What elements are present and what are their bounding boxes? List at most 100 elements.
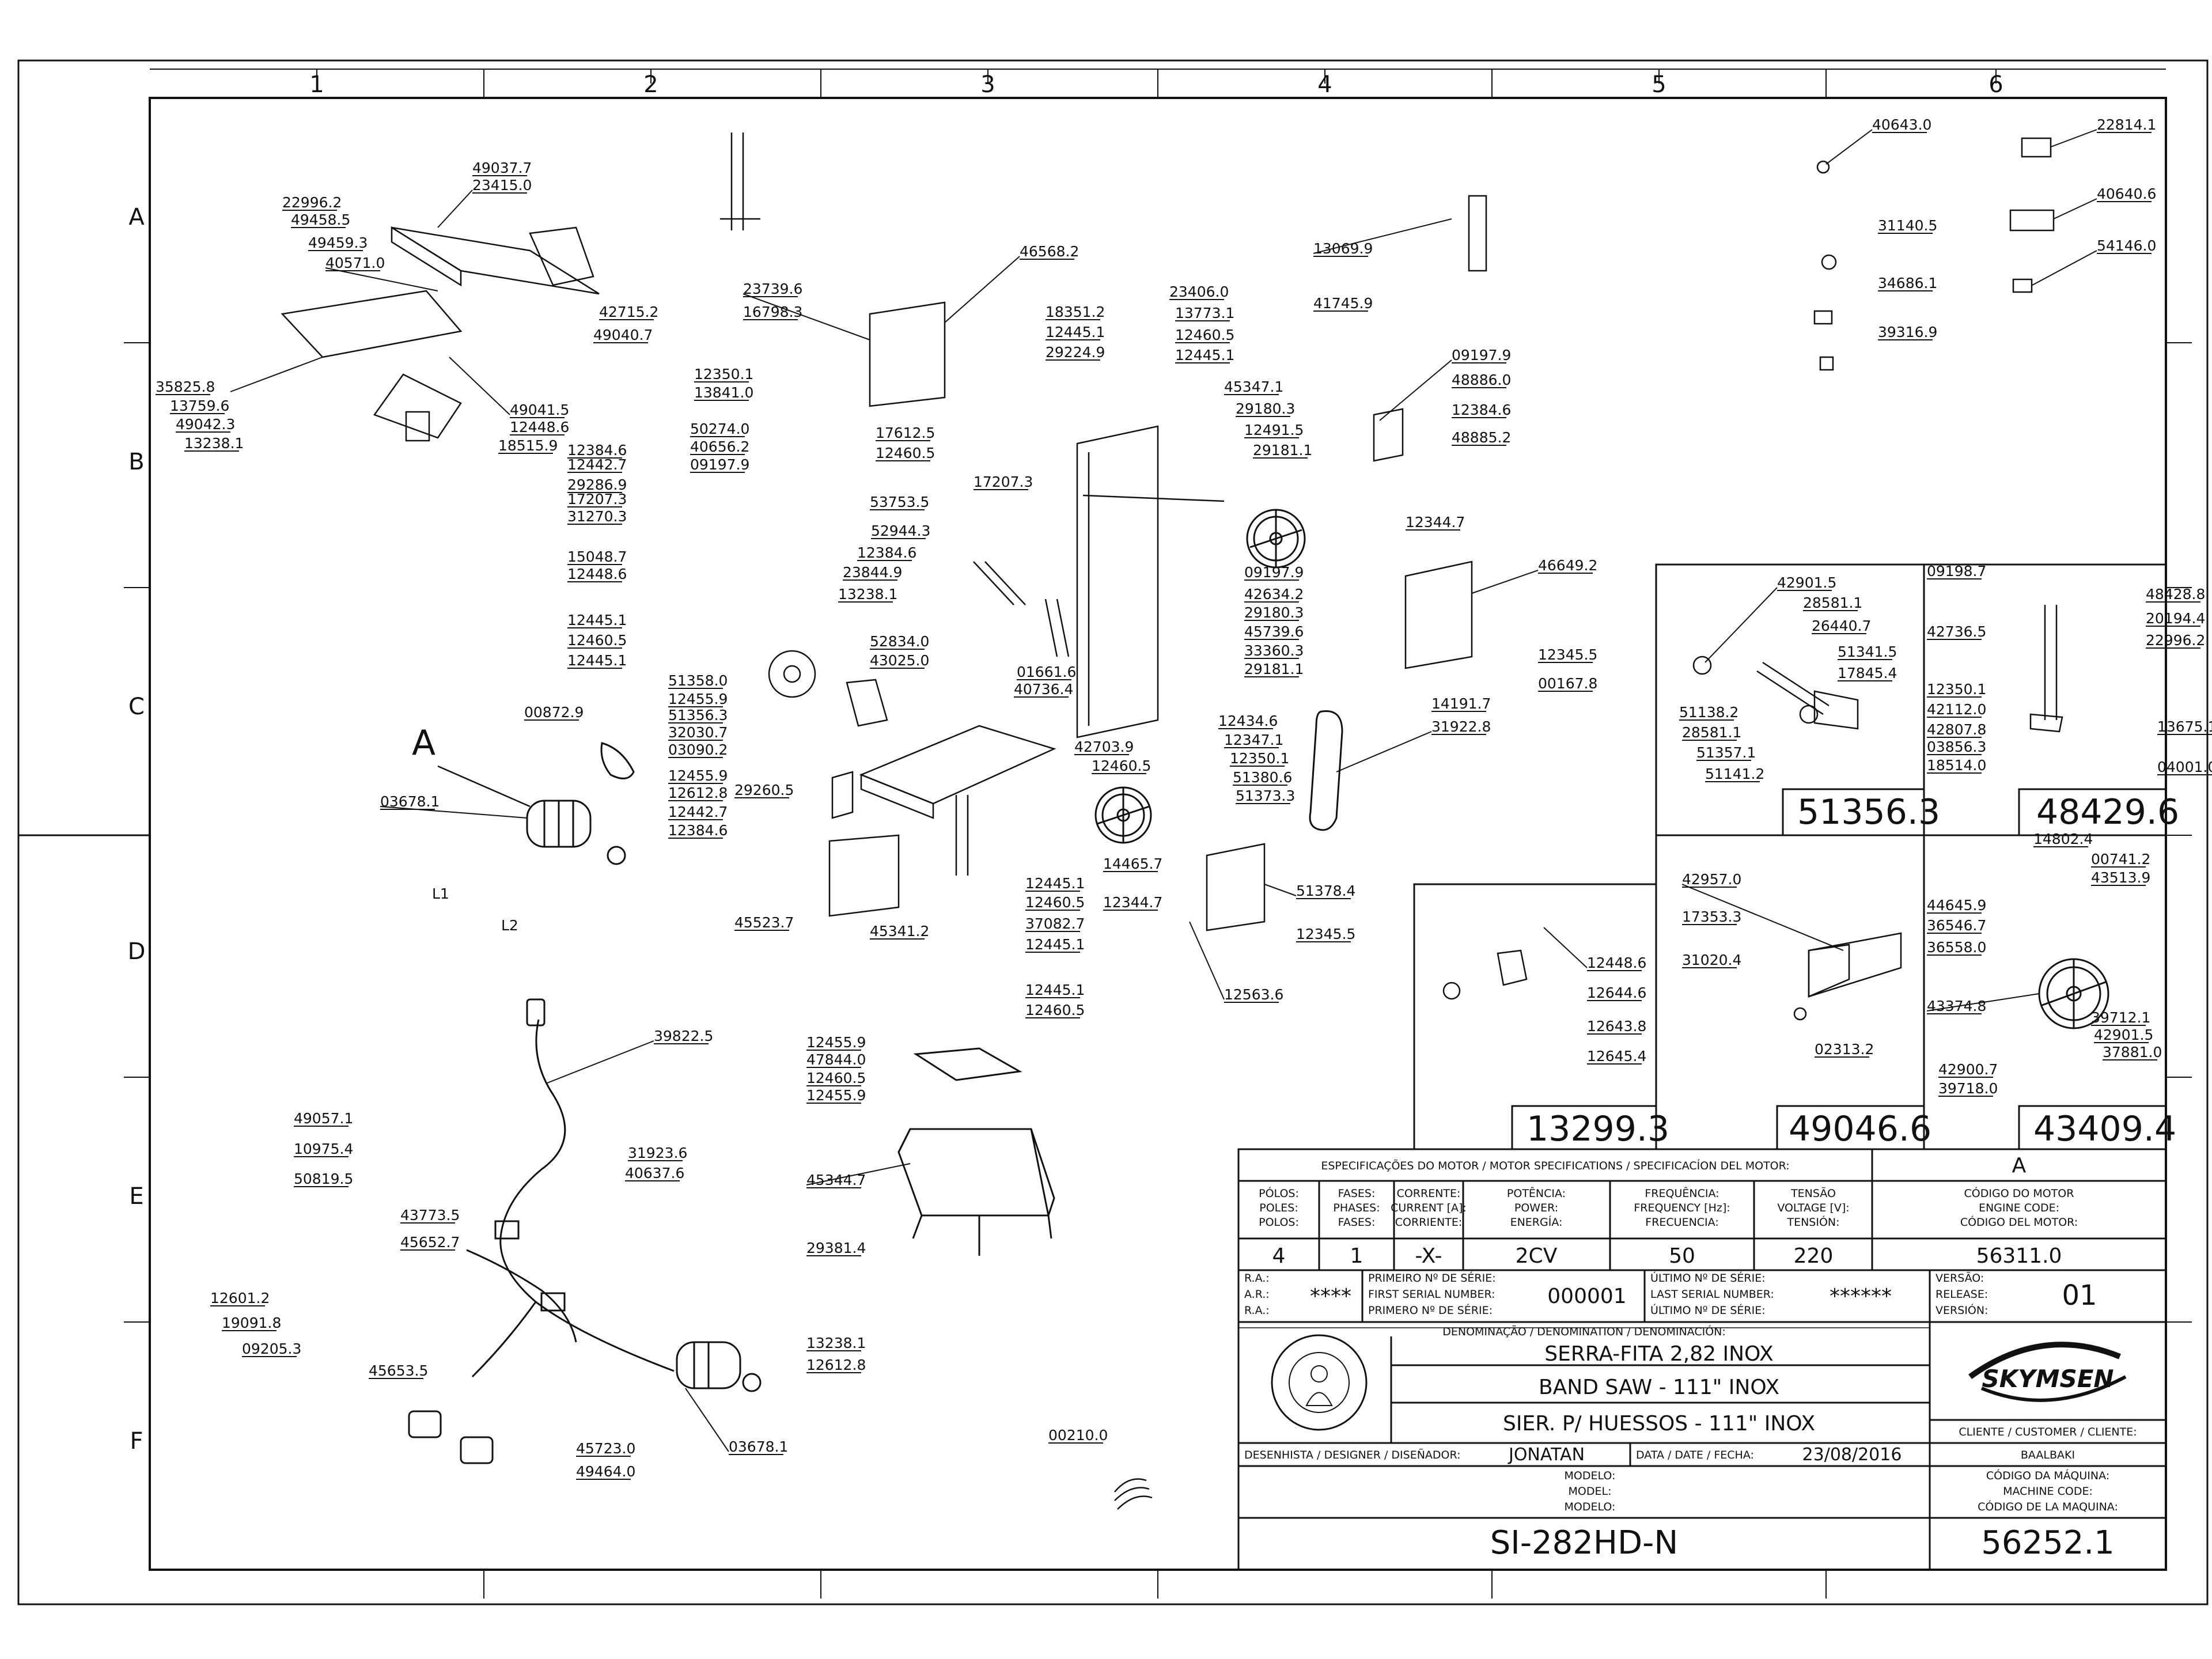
part-number-label: 12445.1: [567, 652, 627, 669]
part-number-label: 43513.9: [2091, 869, 2150, 886]
part-number-label: 12445.1: [1025, 936, 1085, 953]
motor-spec-head: TENSIÓN:: [1786, 1215, 1839, 1229]
motor-spec-head: FREQUÊNCIA:: [1645, 1187, 1719, 1200]
part-number-labels: 49037.723415.022996.249458.549459.340571…: [156, 116, 2212, 1480]
part-number-label: 26440.7: [1812, 618, 1871, 634]
part-number-label: 39316.9: [1878, 324, 1937, 340]
part-number-label: 49458.5: [291, 211, 350, 228]
part-number-label: 12460.5: [567, 632, 627, 649]
part-number-label: 22996.2: [282, 194, 342, 211]
part-number-label: 29260.5: [734, 782, 794, 798]
part-number-label: 45523.7: [734, 914, 794, 931]
denomination-header: DENOMINAÇÃO / DENOMINATION / DENOMINACIÓ…: [1442, 1324, 1726, 1338]
motor-spec-head: FREQUENCY [Hz]:: [1634, 1202, 1730, 1214]
part-number-label: 51358.0: [668, 672, 728, 689]
machine-code-label: CÓDIGO DA MÁQUINA:: [1986, 1468, 2109, 1482]
part-number-label: 49057.1: [294, 1110, 353, 1127]
leader-lines: [230, 129, 2097, 1452]
part-number-label: 43025.0: [870, 652, 929, 669]
part-number-label: 40736.4: [1014, 681, 1073, 698]
zone-column-label: 4: [1317, 71, 1332, 98]
part-number-label: 45723.0: [576, 1440, 635, 1457]
part-number-label: 20194.4: [2146, 610, 2205, 627]
part-number-label: 00210.0: [1048, 1427, 1108, 1444]
upper-guard-and-covers: [1206, 195, 1487, 931]
zone-row-label: F: [130, 1428, 143, 1455]
callout-a-pointer: [437, 765, 531, 808]
part-number-label: 45653.5: [369, 1362, 428, 1379]
part-number-label: 51378.4: [1296, 882, 1355, 899]
motor-spec-head: ENGINE CODE:: [1979, 1202, 2059, 1214]
part-number-label: 32030.7: [668, 724, 728, 741]
part-number-label: 49041.5: [510, 402, 569, 418]
detail-drawings: [1442, 605, 2063, 1021]
designer-label: DESENHISTA / DESIGNER / DISEÑADOR:: [1244, 1448, 1461, 1461]
part-number-label: 22996.2: [2146, 632, 2205, 649]
part-number-label: 42900.7: [1938, 1061, 1998, 1078]
part-number-label: 12612.8: [668, 785, 728, 801]
part-number-label: 09197.9: [1452, 347, 1511, 363]
part-number-label: 54146.0: [2097, 237, 2156, 254]
part-number-label: 12347.1: [1224, 732, 1283, 748]
ra-label: A.R.:: [1244, 1288, 1270, 1301]
client-label: CLIENTE / CUSTOMER / CLIENTE:: [1959, 1426, 2137, 1438]
part-number-label: 12644.6: [1587, 984, 1646, 1001]
version: 01: [2062, 1279, 2097, 1312]
sheet-outer-border: [17, 59, 2209, 1605]
part-number-label: 46649.2: [1538, 557, 1597, 574]
part-number-label: 31270.3: [567, 508, 627, 525]
wiring-harness: [408, 998, 675, 1464]
part-number-label: 13773.1: [1175, 305, 1234, 321]
motor-spec-head: CÓDIGO DO MOTOR: [1964, 1186, 2074, 1200]
client: BAALBAKI: [2021, 1449, 2075, 1461]
part-number-label: 12350.1: [1230, 750, 1289, 767]
part-number-label: 29180.3: [1236, 400, 1295, 417]
motor-spec-head: PÓLOS:: [1259, 1186, 1299, 1200]
part-number-label: 29224.9: [1046, 344, 1105, 361]
part-number-label: 28581.1: [1803, 594, 1862, 611]
wire-label-l2: L2: [501, 917, 518, 934]
version-label: RELEASE:: [1936, 1288, 1988, 1301]
part-number-label: 12448.6: [567, 566, 627, 582]
part-number-label: 40643.0: [1872, 116, 1931, 133]
part-number-label: 50819.5: [294, 1171, 353, 1187]
part-number-label: 12448.6: [1587, 955, 1646, 971]
part-number-label: 12350.1: [694, 366, 753, 382]
part-number-label: 12345.5: [1538, 646, 1597, 663]
part-number-label: 53753.5: [870, 494, 929, 510]
motor-spec-head: POWER:: [1514, 1202, 1558, 1214]
motor-spec-column-heads: PÓLOS:POLES:POLOS:FASES:PHASES:FASES:COR…: [1259, 1186, 2078, 1229]
motor-spec-head: VOLTAGE [V]:: [1777, 1202, 1849, 1214]
detail-number: 43409.4: [2033, 1109, 2176, 1149]
motor-spec-head: PHASES:: [1333, 1202, 1380, 1214]
part-number-label: 43773.5: [400, 1207, 460, 1224]
part-number-label: 39712.1: [2091, 1009, 2150, 1026]
zone-row-label: B: [128, 449, 144, 475]
part-number-label: 01661.6: [1017, 664, 1076, 680]
part-number-label: 40656.2: [690, 438, 749, 455]
motor-spec-header: ESPECIFICAÇÕES DO MOTOR / MOTOR SPECIFIC…: [1321, 1159, 1789, 1172]
part-number-label: 13238.1: [838, 586, 897, 603]
part-number-label: 18515.9: [498, 437, 558, 454]
part-number-label: 17353.3: [1682, 908, 1741, 925]
model-label: MODELO:: [1565, 1469, 1616, 1482]
part-number-label: 49042.3: [176, 416, 235, 433]
part-number-label: 51380.6: [1233, 769, 1292, 786]
motor-spec-head: TENSÃO: [1790, 1187, 1836, 1200]
part-number-label: 39822.5: [654, 1028, 713, 1044]
part-number-label: 13759.6: [170, 397, 229, 414]
part-number-label: 12455.9: [806, 1034, 866, 1051]
part-number-label: 16798.3: [743, 304, 802, 320]
part-number-label: 48885.2: [1452, 429, 1511, 446]
date-label: DATA / DATE / FECHA:: [1636, 1449, 1754, 1461]
part-number-label: 12563.6: [1224, 986, 1283, 1003]
part-number-label: 35825.8: [156, 378, 215, 395]
part-number-label: 02313.2: [1815, 1041, 1874, 1058]
machine-code-label: CÓDIGO DE LA MAQUINA:: [1978, 1499, 2118, 1513]
title-block: ESPECIFICAÇÕES DO MOTOR / MOTOR SPECIFIC…: [1244, 1154, 2137, 1562]
part-number-label: 46568.2: [1020, 243, 1079, 260]
part-number-label: 40571.0: [325, 255, 385, 271]
machine-code: 56252.1: [1981, 1524, 2115, 1562]
